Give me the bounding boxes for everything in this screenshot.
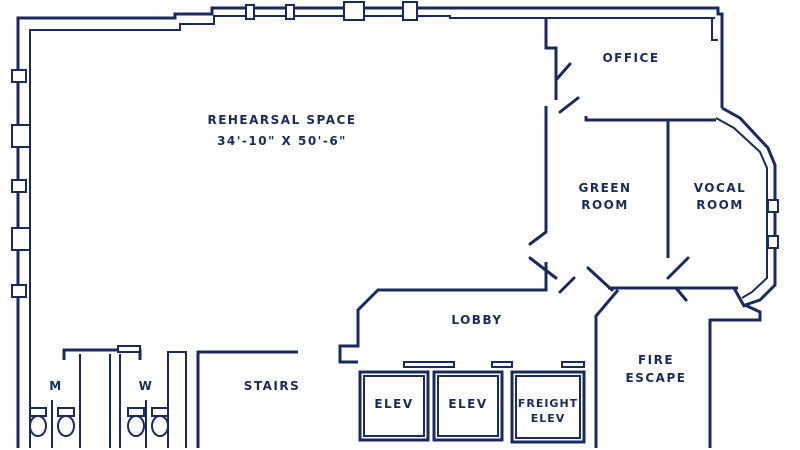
top-wall-inner <box>29 15 715 448</box>
freight-elevator-car <box>515 375 581 439</box>
window-post <box>402 1 418 21</box>
window-post <box>11 69 27 83</box>
elevator-lintel <box>561 361 585 368</box>
window-post <box>11 124 31 148</box>
window-post <box>767 235 779 249</box>
restroom-wall-top <box>62 348 142 360</box>
fire-escape-label-line1: FIRE <box>638 353 674 367</box>
fire-escape-label-line2: ESCAPE <box>626 371 687 385</box>
stairs-wall <box>196 350 298 448</box>
elevator-shaft <box>358 370 430 442</box>
elevator-shaft <box>432 370 504 442</box>
top-wall <box>16 6 720 448</box>
office-label: OFFICE <box>602 51 659 65</box>
rehearsal-space-dimensions: 34'-10" X 50'-6" <box>217 134 347 148</box>
bay-window-inner <box>715 117 768 299</box>
toilet-icon <box>151 407 169 437</box>
restroom-partition <box>117 345 141 353</box>
lobby-label: LOBBY <box>451 313 502 327</box>
window-post <box>343 1 365 21</box>
green-room-label-line1: GREEN <box>578 181 631 195</box>
vocal-room-label-line2: ROOM <box>696 198 744 212</box>
green-room-door-top <box>558 96 580 114</box>
elevators <box>358 370 586 444</box>
womens-restroom-label: W <box>139 379 154 393</box>
office-wall-bottom <box>584 116 716 122</box>
freight-elevator-shaft <box>510 370 586 444</box>
window-post <box>11 284 27 298</box>
stall-divider <box>51 400 147 448</box>
elevator-car <box>437 375 499 437</box>
freight-elevator-label-line1: FREIGHT <box>518 397 578 410</box>
vocal-room-label-line1: VOCAL <box>694 181 747 195</box>
elevator-label: ELEV <box>374 397 413 411</box>
elevator-car <box>363 375 425 437</box>
green-room-door-left <box>528 230 548 246</box>
office-wall-left <box>544 18 558 100</box>
office-door <box>554 62 572 82</box>
restroom-core <box>79 354 121 448</box>
elevator-label: ELEV <box>448 397 487 411</box>
toilet-icon <box>127 407 145 437</box>
interior-walls <box>62 18 738 448</box>
toilet-icon <box>29 407 47 437</box>
window-post <box>285 4 295 20</box>
green-room-label-line2: ROOM <box>581 198 629 212</box>
rehearsal-space-label: REHEARSAL SPACE <box>207 113 356 127</box>
lobby-fire-divider <box>594 289 620 448</box>
window-post <box>11 179 27 193</box>
top-right-wall <box>716 8 724 108</box>
top-right-wall-inner <box>711 18 718 41</box>
window-post <box>11 227 31 251</box>
elevator-lintel <box>403 361 455 368</box>
vocal-room-door <box>666 256 690 280</box>
room-labels: REHEARSAL SPACE 34'-10" X 50'-6" OFFICE … <box>49 51 747 425</box>
lobby-door-right <box>558 276 576 294</box>
lobby-wall-top <box>338 262 548 364</box>
outer-walls <box>11 1 779 448</box>
fire-escape-door <box>674 286 688 302</box>
stairs-label: STAIRS <box>244 379 301 393</box>
window-post <box>767 199 779 213</box>
elevator-lintel <box>491 361 513 368</box>
vocal-room-door-right <box>732 286 746 308</box>
lobby-door-green <box>586 266 614 292</box>
restroom-fixtures <box>29 400 169 448</box>
bay-window <box>721 106 777 307</box>
toilet-icon <box>57 407 75 437</box>
freight-elevator-label-line2: ELEV <box>531 412 566 425</box>
lobby-door-left <box>528 256 558 280</box>
fire-escape-wall <box>708 303 762 448</box>
window-post <box>245 4 255 20</box>
stairs-wall-left <box>167 351 187 448</box>
mens-restroom-label: M <box>49 379 62 393</box>
doors <box>528 62 746 308</box>
